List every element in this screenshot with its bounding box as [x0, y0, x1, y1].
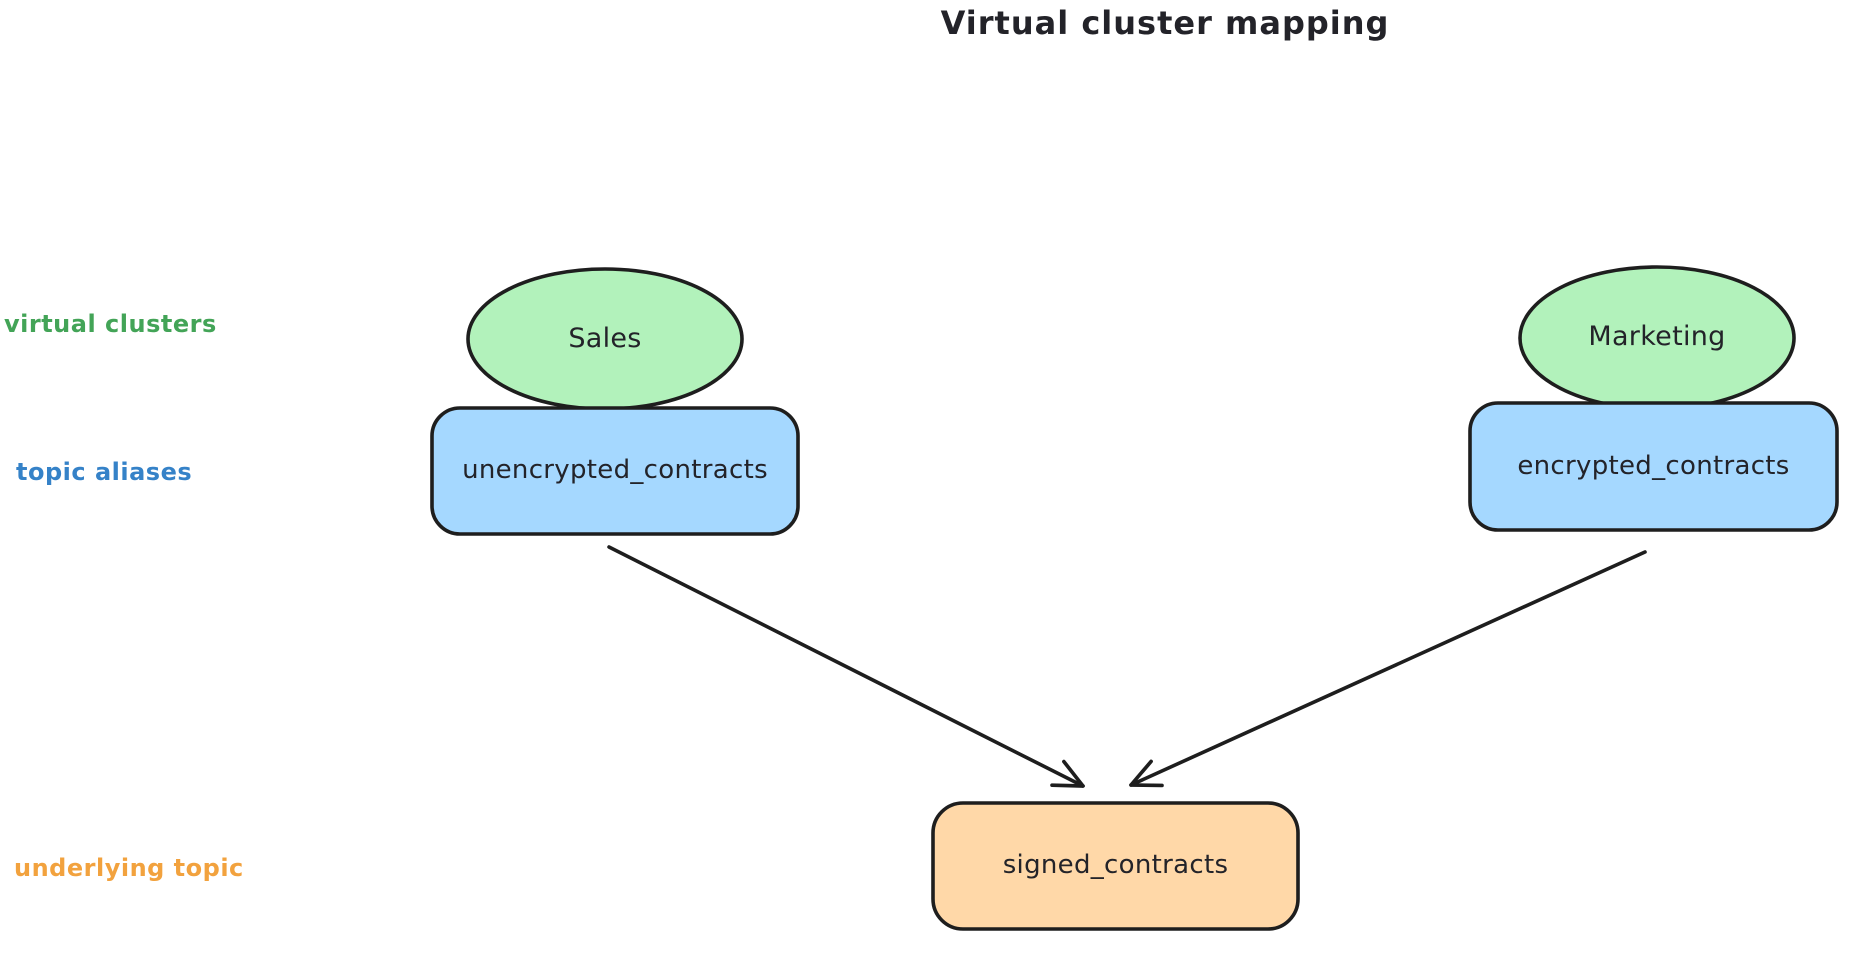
row-label-topic-aliases: topic aliases	[16, 458, 193, 486]
node-marketing-label: Marketing	[1588, 321, 1726, 352]
node-unencrypted-contracts-box	[430, 406, 800, 536]
node-signed-contracts-label: signed_contracts	[1002, 850, 1229, 880]
node-encrypted-contracts-label: encrypted_contracts	[1517, 451, 1790, 481]
node-unencrypted-contracts-label: unencrypted_contracts	[462, 455, 768, 485]
row-label-underlying-topic: underlying topic	[14, 854, 244, 882]
edge-encrypted-to-signed	[1129, 550, 1647, 788]
row-label-virtual-clusters: virtual clusters	[4, 310, 217, 338]
node-encrypted-contracts-box	[1468, 401, 1839, 532]
diagram-title: Virtual cluster mapping	[940, 4, 1390, 42]
node-signed-contracts-box	[931, 801, 1300, 931]
node-sales-label: Sales	[568, 323, 642, 354]
edge-unencrypted-to-signed	[607, 545, 1085, 788]
